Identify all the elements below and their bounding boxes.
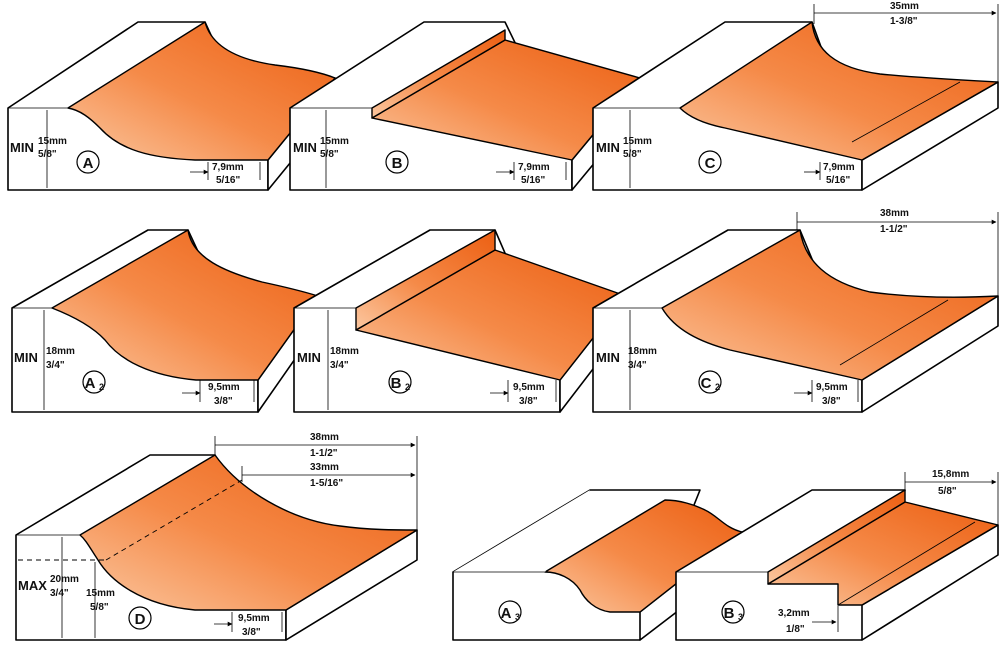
profile-b-limit: MIN xyxy=(293,140,317,155)
profile-d-width2-in: 1-5/16" xyxy=(310,478,343,489)
profile-d-width-in: 1-1/2" xyxy=(310,448,338,459)
profile-b3-step-in: 1/8" xyxy=(786,624,805,635)
profile-c2-letter: C xyxy=(701,375,712,392)
profile-a: MIN 15mm 5/8" A 7,9mm 5/16" xyxy=(7,21,336,191)
profile-d: MAX 20mm 3/4" 15mm 5/8" D 9,5mm 3/8" 38m… xyxy=(15,432,418,641)
profile-c2: MIN 18mm 3/4" C 2 9,5mm 3/8" 38mm 1-1/2" xyxy=(592,208,999,413)
profile-c-height-mm: 15mm xyxy=(623,136,652,147)
profile-b2-badge xyxy=(388,370,412,394)
profile-d-height-in: 3/4" xyxy=(50,588,69,599)
profile-c2-sub: 2 xyxy=(715,382,720,392)
profile-a2-height-in: 3/4" xyxy=(46,360,65,371)
profile-b2: MIN 18mm 3/4" B 2 9,5mm 3/8" xyxy=(293,229,627,413)
profile-b3-width-in: 5/8" xyxy=(938,486,957,497)
profile-c2-height-in: 3/4" xyxy=(628,360,647,371)
profile-c-width-in: 1-3/8" xyxy=(890,16,918,27)
profile-a3-sub: 3 xyxy=(515,612,520,622)
profile-b3-width-mm: 15,8mm xyxy=(932,469,969,480)
profile-c2-step-in: 3/8" xyxy=(822,396,841,407)
profile-d-inner-mm: 15mm xyxy=(86,588,115,599)
profile-d-step-in: 3/8" xyxy=(242,627,261,638)
profile-c: MIN 15mm 5/8" C 7,9mm 5/16" 35mm 1-3/8" xyxy=(592,1,999,191)
profile-b3-sub: 3 xyxy=(738,612,743,622)
profile-a-height-in: 5/8" xyxy=(38,149,57,160)
profile-c-badge xyxy=(698,150,722,174)
profile-a-step-in: 5/16" xyxy=(216,175,240,186)
profile-b-badge xyxy=(385,150,409,174)
profile-b2-height-in: 3/4" xyxy=(330,360,349,371)
profile-a2-sub: 2 xyxy=(99,382,104,392)
profile-b2-limit: MIN xyxy=(297,350,321,365)
profile-b2-step-in: 3/8" xyxy=(519,396,538,407)
profile-b-step-mm: 7,9mm xyxy=(518,162,550,173)
profile-d-letter: D xyxy=(135,611,146,628)
profile-a2: MIN 18mm 3/4" A 2 9,5mm 3/8" xyxy=(11,229,319,413)
profile-b-height-mm: 15mm xyxy=(320,136,349,147)
profile-d-height-mm: 20mm xyxy=(50,574,79,585)
profile-d-width-mm: 38mm xyxy=(310,432,339,443)
profile-c2-limit: MIN xyxy=(596,350,620,365)
profile-b2-sub: 2 xyxy=(405,382,410,392)
profile-c2-height-mm: 18mm xyxy=(628,346,657,357)
profile-a-letter: A xyxy=(83,155,94,172)
profile-b-letter: B xyxy=(392,155,403,172)
profile-b-height-in: 5/8" xyxy=(320,149,339,160)
profile-b: MIN 15mm 5/8" B 7,9mm 5/16" xyxy=(289,21,641,191)
profile-c2-width-mm: 38mm xyxy=(880,208,909,219)
profile-a2-badge xyxy=(82,370,106,394)
profile-a-limit: MIN xyxy=(10,140,34,155)
profile-c-limit: MIN xyxy=(596,140,620,155)
profile-a-badge xyxy=(76,150,100,174)
profile-d-limit: MAX xyxy=(18,578,47,593)
profile-b3-letter: B xyxy=(724,605,735,622)
profile-d-width2-mm: 33mm xyxy=(310,462,339,473)
profile-b-step-in: 5/16" xyxy=(521,175,545,186)
profile-d-step-mm: 9,5mm xyxy=(238,613,270,624)
profile-b3: B 3 15,8mm 5/8" 3,2mm 1/8" xyxy=(675,469,999,641)
profile-a2-step-mm: 9,5mm xyxy=(208,382,240,393)
profile-a2-height-mm: 18mm xyxy=(46,346,75,357)
profile-b2-height-mm: 18mm xyxy=(330,346,359,357)
profile-b3-badge xyxy=(721,600,745,624)
profile-b2-step-mm: 9,5mm xyxy=(513,382,545,393)
profile-b3-step-mm: 3,2mm xyxy=(778,608,810,619)
profile-c2-step-mm: 9,5mm xyxy=(816,382,848,393)
profile-a3-badge xyxy=(498,600,522,624)
profile-b2-letter: B xyxy=(391,375,402,392)
profile-a2-step-in: 3/8" xyxy=(214,396,233,407)
profile-a2-limit: MIN xyxy=(14,350,38,365)
profile-c-step-in: 5/16" xyxy=(826,175,850,186)
profile-c2-width-in: 1-1/2" xyxy=(880,224,908,235)
profile-a-step-mm: 7,9mm xyxy=(212,162,244,173)
profile-d-badge xyxy=(128,606,152,630)
profile-c-step-mm: 7,9mm xyxy=(823,162,855,173)
profile-c-width-mm: 35mm xyxy=(890,1,919,12)
profile-c2-badge xyxy=(698,370,722,394)
profile-a2-letter: A xyxy=(85,375,96,392)
profile-c-height-in: 5/8" xyxy=(623,149,642,160)
profile-a3-letter: A xyxy=(501,605,512,622)
profile-c-letter: C xyxy=(705,155,716,172)
profile-a-height-mm: 15mm xyxy=(38,136,67,147)
profile-d-inner-in: 5/8" xyxy=(90,602,109,613)
